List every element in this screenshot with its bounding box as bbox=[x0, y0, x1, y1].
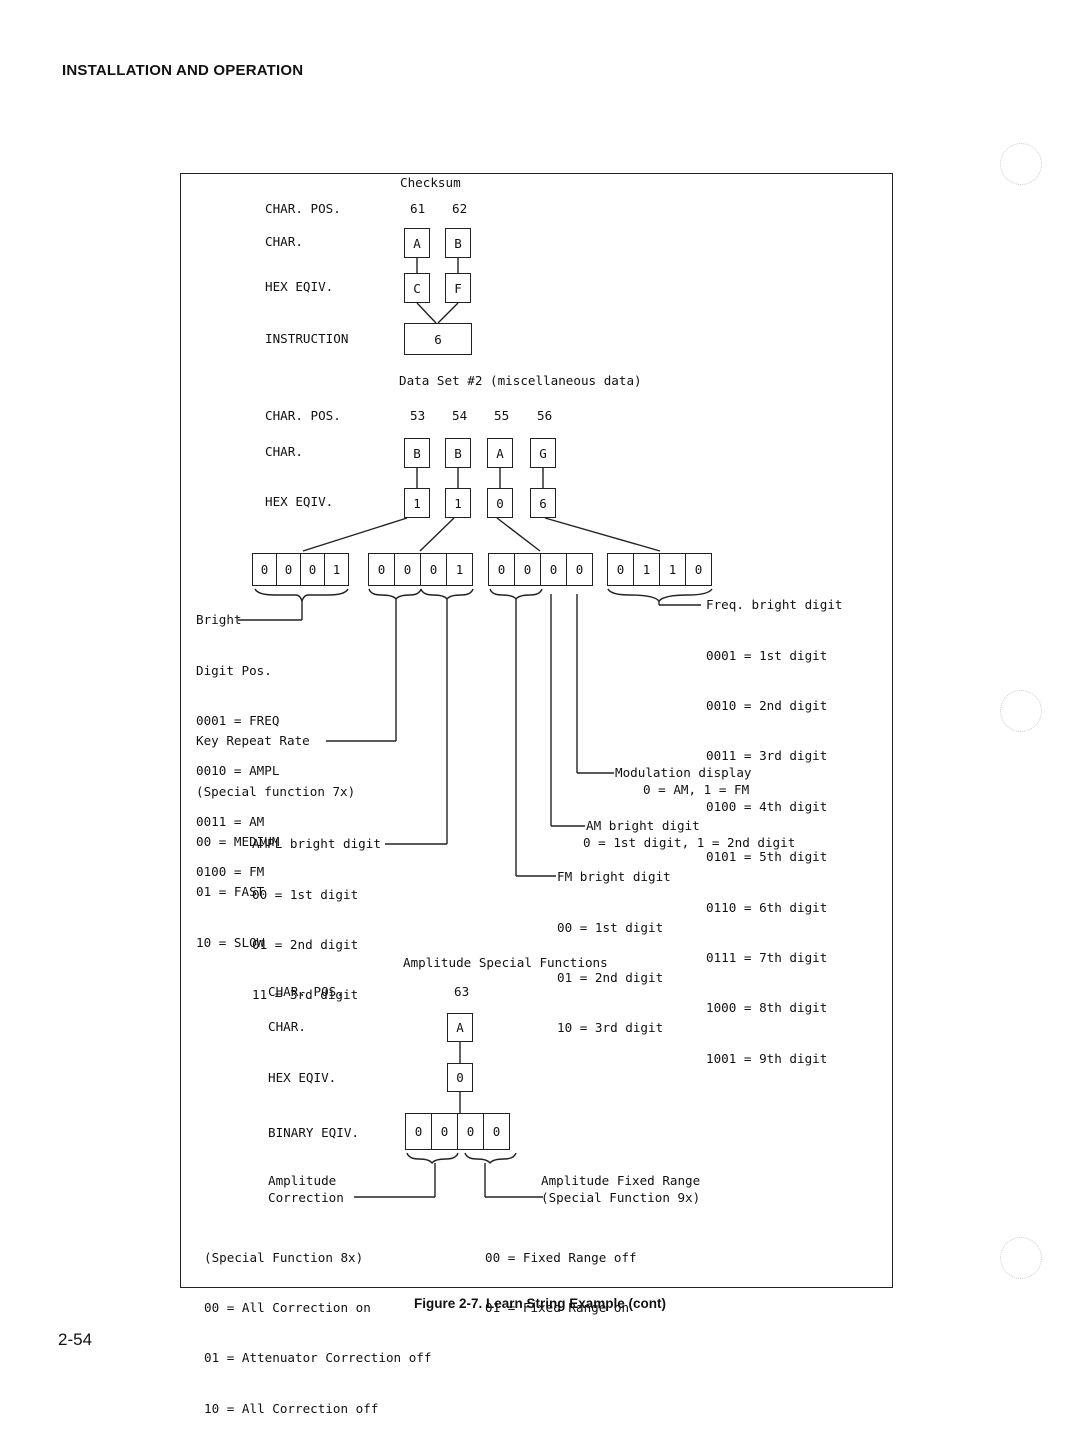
fixed-range-legend: 00 = Fixed Range off 01 = Fixed Range on bbox=[485, 1249, 637, 1315]
am-bright-legend: 0 = 1st digit, 1 = 2nd digit bbox=[583, 835, 796, 850]
ampl-bright-legend: 00 = 1st digit 01 = 2nd digit 11 = 3rd d… bbox=[252, 886, 359, 1003]
data-set-hex-box-4: 6 bbox=[530, 488, 556, 518]
amplitude-char-label: CHAR. bbox=[268, 1019, 306, 1034]
instruction-label: INSTRUCTION bbox=[265, 331, 349, 346]
checksum-char-box-2: B bbox=[445, 228, 471, 258]
bit-box: 1 bbox=[659, 553, 686, 586]
key-repeat-title: Key Repeat Rate bbox=[196, 733, 310, 748]
key-repeat-legend: (Special function 7x) 00 = MEDIUM 01 = F… bbox=[196, 783, 356, 950]
bit-box: 0 bbox=[405, 1113, 432, 1150]
bit-box: 1 bbox=[446, 553, 473, 586]
modulation-legend: 0 = AM, 1 = FM bbox=[643, 782, 750, 797]
checksum-pos-61: 61 bbox=[410, 201, 426, 216]
amplitude-hex-box: 0 bbox=[447, 1063, 473, 1092]
data-set-pos-54: 54 bbox=[452, 408, 468, 423]
am-bright-title: AM bright digit bbox=[586, 818, 700, 833]
checksum-hex-box-2: F bbox=[445, 273, 471, 303]
bit-box: 0 bbox=[483, 1113, 510, 1150]
bit-box: 0 bbox=[457, 1113, 484, 1150]
checksum-char-box-1: A bbox=[404, 228, 430, 258]
bit-box: 0 bbox=[540, 553, 567, 586]
freq-bright-title: Freq. bright digit bbox=[706, 597, 843, 612]
fm-bright-legend: 00 = 1st digit 01 = 2nd digit 10 = 3rd d… bbox=[557, 919, 664, 1036]
checksum-title: Checksum bbox=[400, 175, 461, 190]
bit-box: 1 bbox=[633, 553, 660, 586]
data-set-char-box-2: B bbox=[445, 438, 471, 468]
amplitude-char-box: A bbox=[447, 1013, 473, 1042]
binder-hole bbox=[1000, 690, 1042, 732]
checksum-pos-62: 62 bbox=[452, 201, 468, 216]
bit-box: 1 bbox=[324, 553, 349, 586]
bright-title: Bright bbox=[196, 612, 242, 627]
freq-bright-legend: 0001 = 1st digit 0010 = 2nd digit 0011 =… bbox=[706, 647, 828, 1066]
connector-lines bbox=[238, 258, 713, 1198]
bit-box: 0 bbox=[514, 553, 541, 586]
correction-title-2: Correction bbox=[268, 1190, 344, 1205]
fixed-range-title-1: Amplitude Fixed Range bbox=[541, 1173, 701, 1188]
bit-box: 0 bbox=[394, 553, 421, 586]
checksum-char-pos-label: CHAR. POS. bbox=[265, 201, 341, 216]
bit-box: 0 bbox=[566, 553, 593, 586]
section-header: INSTALLATION AND OPERATION bbox=[62, 62, 304, 79]
data-set-pos-53: 53 bbox=[410, 408, 426, 423]
data-set-pos-56: 56 bbox=[537, 408, 553, 423]
binder-hole bbox=[1000, 1237, 1042, 1279]
figure-frame bbox=[180, 173, 893, 1288]
bit-box: 0 bbox=[368, 553, 395, 586]
data-set-pos-55: 55 bbox=[494, 408, 510, 423]
correction-title-1: Amplitude bbox=[268, 1173, 337, 1188]
fixed-range-title-2: (Special Function 9x) bbox=[541, 1190, 701, 1205]
correction-legend: (Special Function 8x) 00 = All Correctio… bbox=[204, 1249, 432, 1416]
checksum-char-label: CHAR. bbox=[265, 234, 303, 249]
data-set-hex-box-2: 1 bbox=[445, 488, 471, 518]
amplitude-binary-label: BINARY EQIV. bbox=[268, 1125, 359, 1140]
data-set-char-label: CHAR. bbox=[265, 444, 303, 459]
bit-box: 0 bbox=[431, 1113, 458, 1150]
bit-box: 0 bbox=[252, 553, 277, 586]
figure-caption: Figure 2-7. Learn String Example (cont) bbox=[413, 1296, 667, 1311]
data-set-title: Data Set #2 (miscellaneous data) bbox=[399, 373, 642, 388]
fm-bright-title: FM bright digit bbox=[557, 869, 671, 884]
checksum-hex-label: HEX EQIV. bbox=[265, 279, 334, 294]
amplitude-title: Amplitude Special Functions bbox=[403, 955, 608, 970]
data-set-hex-box-1: 1 bbox=[404, 488, 430, 518]
bit-box: 0 bbox=[685, 553, 712, 586]
bit-box: 0 bbox=[276, 553, 301, 586]
amplitude-pos-63: 63 bbox=[454, 984, 470, 999]
bit-box: 0 bbox=[420, 553, 447, 586]
instruction-box: 6 bbox=[404, 323, 472, 355]
data-set-char-pos-label: CHAR. POS. bbox=[265, 408, 341, 423]
bit-box: 0 bbox=[488, 553, 515, 586]
amplitude-char-pos-label: CHAR. POS. bbox=[268, 984, 344, 999]
bright-legend: Digit Pos. 0001 = FREQ 0010 = AMPL 0011 … bbox=[196, 662, 280, 880]
modulation-title: Modulation display bbox=[615, 765, 752, 780]
data-set-char-box-4: G bbox=[530, 438, 556, 468]
bit-box: 0 bbox=[300, 553, 325, 586]
page-number: 2-54 bbox=[58, 1330, 93, 1349]
ampl-bright-title: AMPL bright digit bbox=[252, 836, 381, 851]
binder-hole bbox=[1000, 143, 1042, 185]
data-set-char-box-3: A bbox=[487, 438, 513, 468]
data-set-hex-label: HEX EQIV. bbox=[265, 494, 334, 509]
data-set-char-box-1: B bbox=[404, 438, 430, 468]
checksum-hex-box-1: C bbox=[404, 273, 430, 303]
data-set-hex-box-3: 0 bbox=[487, 488, 513, 518]
amplitude-hex-label: HEX EQIV. bbox=[268, 1070, 337, 1085]
bit-box: 0 bbox=[607, 553, 634, 586]
